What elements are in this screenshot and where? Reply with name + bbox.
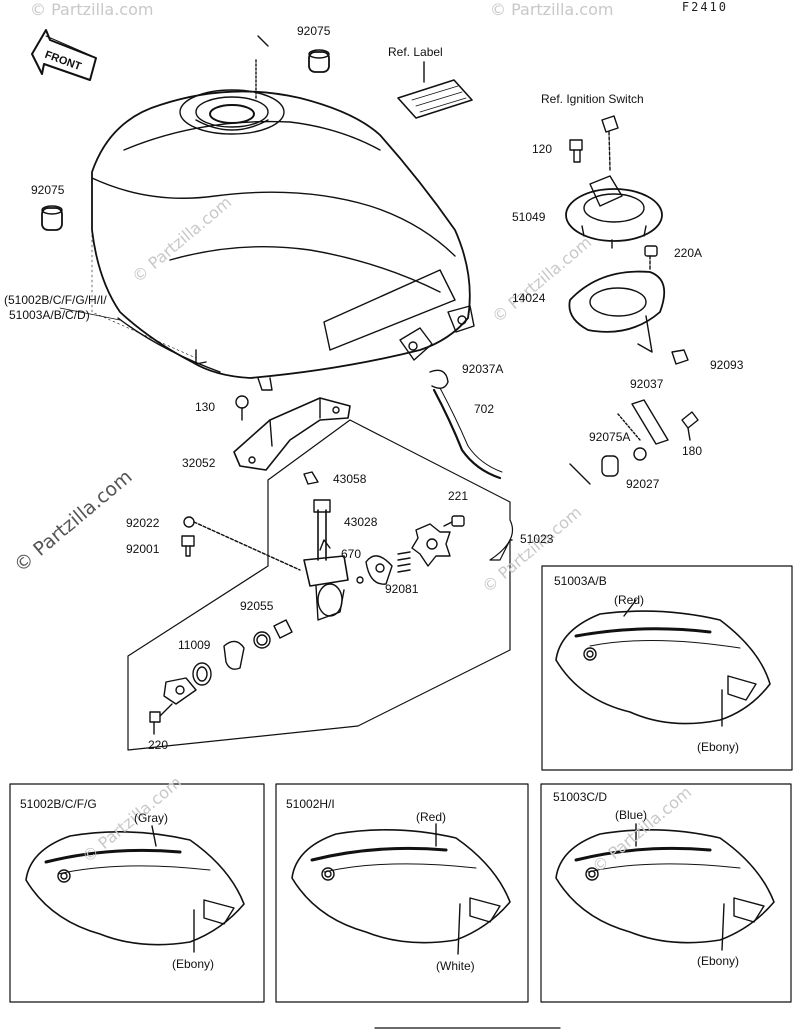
part-number-label: Ref. Label	[388, 45, 443, 59]
part-number-label: 220A	[674, 246, 703, 260]
rubber-damper-icon	[308, 49, 330, 73]
part-number-label: 92055	[240, 599, 274, 613]
part-number-label: 220	[148, 738, 169, 752]
fuel-cap-drawing	[565, 175, 663, 249]
oring-icon	[253, 619, 293, 649]
part-number-label: 92037A	[462, 362, 504, 376]
fuel-cock-drawing	[303, 471, 349, 621]
front-arrow-icon	[31, 29, 97, 81]
fuel-cock-box	[127, 419, 514, 751]
variant-color-top: (Gray)	[134, 811, 168, 825]
part-number-label: 92075	[297, 24, 331, 38]
variant-title: 51003A/B	[554, 574, 607, 588]
part-number-label: Ref. Ignition Switch	[541, 92, 644, 106]
strap-drawing	[631, 399, 669, 445]
variant-color-bottom: (Ebony)	[172, 957, 215, 971]
fuel-tank-drawing	[91, 89, 475, 391]
part-number-label: 43028	[344, 515, 378, 529]
washer-icon	[181, 516, 301, 571]
part-number-label: 180	[682, 444, 703, 458]
part-number-label: 92075A	[589, 430, 631, 444]
variant-color-top: (Blue)	[615, 808, 648, 822]
rubber-damper-icon	[41, 205, 63, 231]
watermark: © Partzilla.com	[30, 0, 154, 19]
part-number-label: 92027	[626, 477, 660, 491]
tank-variant-drawing	[25, 825, 245, 953]
part-number-label: 92075	[31, 183, 65, 197]
part-number-label: 92022	[126, 516, 160, 530]
variant-title: 51002H/I	[286, 797, 335, 811]
bolt-icon	[644, 245, 658, 271]
tank-variant-drawing	[291, 823, 511, 955]
nut-icon	[671, 349, 689, 365]
variant-color-top: (Red)	[614, 593, 645, 607]
variant-title: 51003C/D	[553, 790, 608, 804]
bracket-drawing	[233, 397, 351, 471]
tank-variant-drawing	[555, 823, 775, 951]
part-number-label: 51049	[512, 210, 546, 224]
filter-drawing	[192, 640, 245, 686]
variant-color-bottom: (White)	[436, 959, 475, 973]
variant-color-top: (Red)	[416, 810, 447, 824]
variant-title: 51002B/C/F/G	[20, 797, 97, 811]
part-number-label: 92093	[710, 358, 744, 372]
part-number-label: 221	[448, 489, 469, 503]
part-number-label: 92001	[126, 542, 160, 556]
bolt-icon	[601, 115, 619, 171]
bolt-icon	[569, 139, 583, 163]
part-number-label: 43058	[333, 472, 367, 486]
variant-color-bottom: (Ebony)	[697, 740, 740, 754]
part-number-label: 14024	[512, 291, 546, 305]
bolt-icon	[235, 395, 249, 421]
part-number-label: 92081	[385, 582, 419, 596]
fuel-hose-drawing	[429, 369, 503, 480]
screw-icon	[443, 515, 465, 527]
bowl-cover-drawing	[149, 677, 197, 735]
bolt-icon	[681, 411, 699, 441]
watermark: © Partzilla.com	[490, 0, 614, 19]
part-number-label: 11009	[178, 638, 211, 652]
part-number-label: 702	[474, 402, 495, 416]
tank-variant-drawing	[555, 599, 771, 727]
part-number-label: 51003A/B/C/D)	[9, 308, 90, 322]
part-number-label: (51002B/C/F/G/H/I/	[4, 293, 107, 307]
part-number-label: 32052	[182, 456, 216, 470]
part-number-label: 130	[195, 400, 216, 414]
figure-code: F2410	[681, 0, 728, 14]
rubber-damper-icon	[569, 447, 647, 485]
cap-plate-drawing	[568, 270, 666, 353]
part-number-label: 120	[532, 142, 553, 156]
variant-color-bottom: (Ebony)	[697, 954, 740, 968]
part-number-label: 51023	[520, 532, 554, 546]
star-knob-icon	[411, 523, 451, 567]
spring-icon	[397, 551, 411, 573]
lever-drawing	[356, 555, 393, 585]
part-number-label: 670	[341, 547, 362, 561]
label-plate-icon	[397, 61, 473, 119]
part-number-label: 92037	[630, 377, 664, 391]
